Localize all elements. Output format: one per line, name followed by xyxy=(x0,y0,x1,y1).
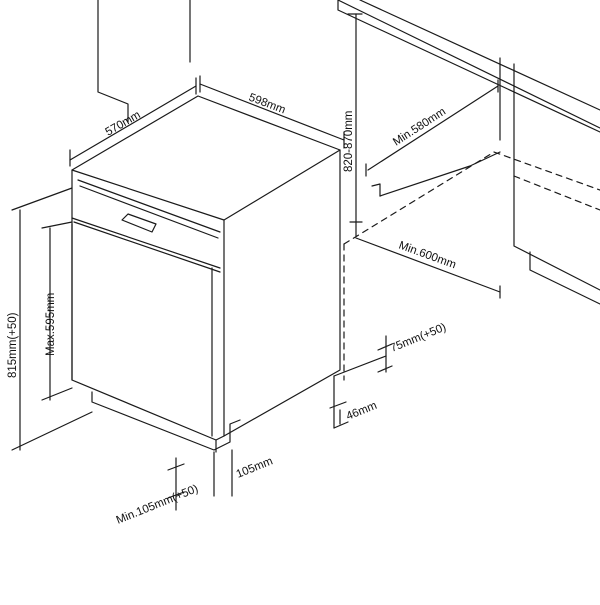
label-foot-height: 105mm xyxy=(235,455,275,480)
dim-depth xyxy=(69,77,197,167)
left-cabinet xyxy=(97,0,191,123)
niche-outline xyxy=(343,151,600,381)
label-plinth-adjust: 75mm(+50) xyxy=(389,321,448,354)
dim-height xyxy=(11,187,93,451)
dim-niche-width xyxy=(355,237,501,299)
dim-panel-height xyxy=(41,221,73,401)
dim-niche-depth xyxy=(365,79,499,177)
label-width: 598mm xyxy=(247,92,287,117)
label-panel-height: Max.595mm xyxy=(45,293,57,356)
dim-width xyxy=(199,75,345,149)
countertop xyxy=(337,0,600,141)
dim-plinth xyxy=(329,335,393,429)
label-depth: 570mm xyxy=(104,109,143,139)
label-niche-height: 820-870mm xyxy=(343,111,355,172)
label-niche-width: Min.600mm xyxy=(397,240,458,272)
label-height: 815mm(+50) xyxy=(7,312,19,378)
label-niche-depth: Min.580mm xyxy=(391,106,448,149)
dim-foot xyxy=(167,449,233,511)
dishwasher xyxy=(71,95,341,453)
label-plinth-height: Min.105mm(+50) xyxy=(115,483,201,527)
label-plinth-depth: 46mm xyxy=(345,400,379,423)
dim-niche-height xyxy=(347,13,363,237)
right-cabinet xyxy=(371,63,600,305)
